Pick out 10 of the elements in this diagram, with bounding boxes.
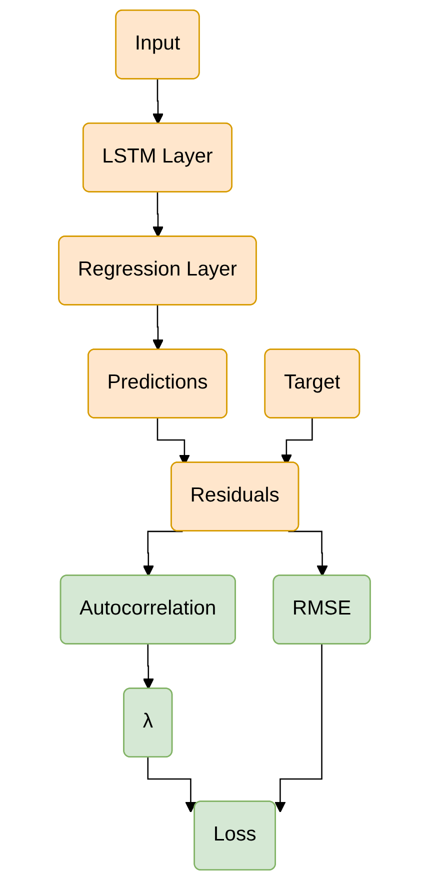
process-box: Residuals [170,462,300,532]
process-box: Regression Layer [58,236,257,306]
process-box: Autocorrelation [60,574,236,644]
process-box: Loss [194,800,276,870]
process-box: Target [264,348,360,418]
process-box: LSTM Layer [82,122,232,192]
process-box: Input [115,10,200,80]
process-box: λ [123,688,173,758]
process-box: RMSE [272,574,371,644]
process-box: Predictions [88,348,228,418]
